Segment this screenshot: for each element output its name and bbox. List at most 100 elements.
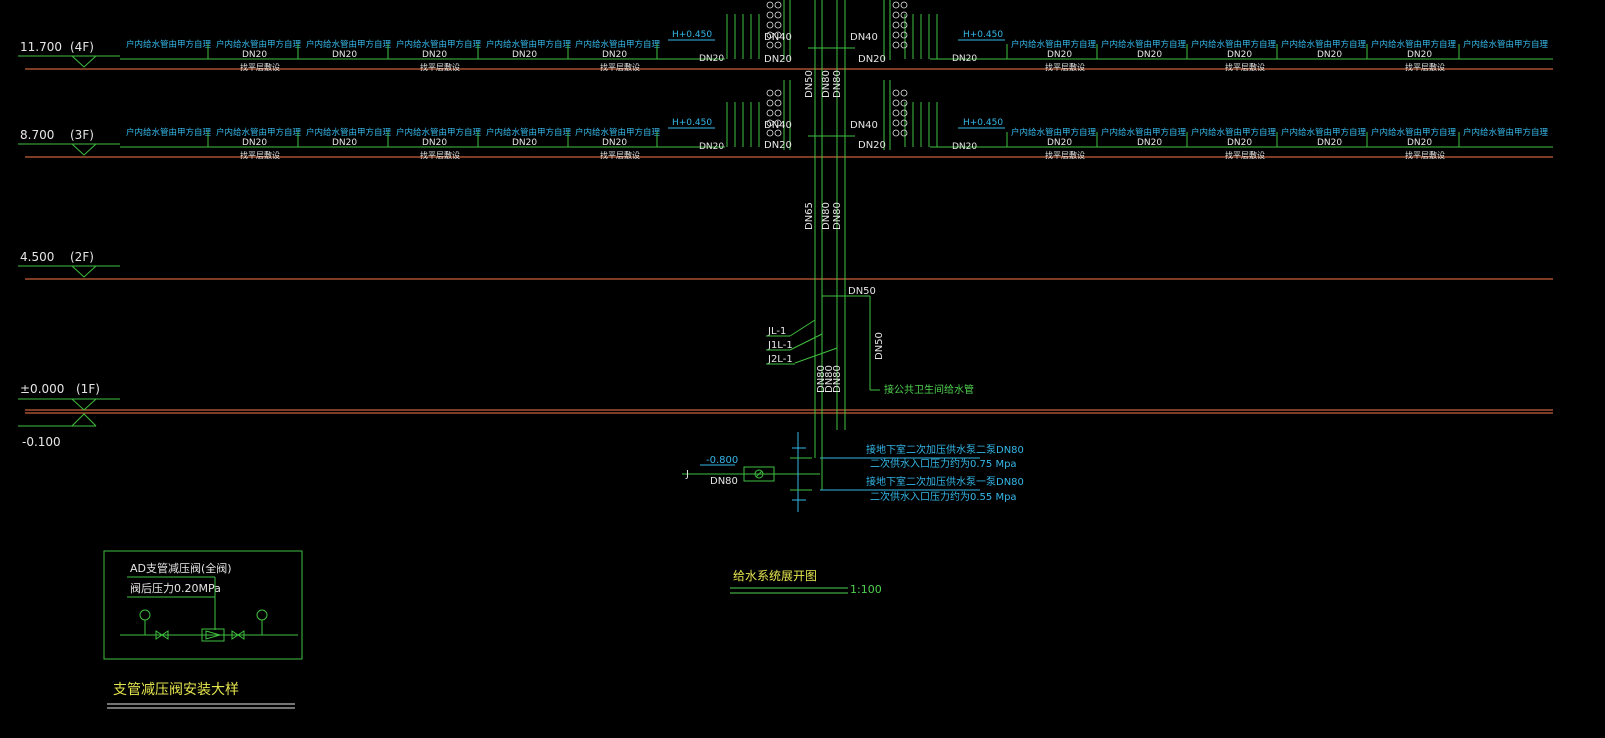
inlet-tag: J [685, 469, 689, 480]
branch-note-left-3f-5: 户内给水管由甲方自理 [575, 127, 661, 138]
branch-pressure-left-4f-2: 找平层敷设 [420, 62, 460, 72]
branch-note-left-4f-0: 户内给水管由甲方自理 [126, 39, 212, 50]
riser-valve-3-0 [766, 31, 774, 39]
riser-label-dn80-low-c: DN80 [832, 365, 843, 393]
branch-pressure-right-3f-2: 找平层敷设 [1225, 150, 1265, 160]
riser-valve-1-2 [892, 11, 900, 19]
branch-note-left-3f-1: 户内给水管由甲方自理 [216, 127, 302, 138]
riser-valve-7-3 [900, 109, 908, 117]
riser-label-dn50-vertical: DN50 [874, 332, 885, 360]
riser-valve-8-3 [900, 119, 908, 127]
riser-valve-8-1 [774, 119, 782, 127]
riser-valve-4-0 [766, 41, 774, 49]
riser-valve-9-1 [774, 129, 782, 137]
system-title: 给水系统展开图 [733, 569, 817, 583]
elev-2f: 4.500 [20, 250, 54, 264]
riser-valve-3-2 [892, 31, 900, 39]
branch-size-right-3f-0: DN20 [1047, 138, 1072, 148]
riser-valve-1-1 [774, 11, 782, 19]
riser-label-dn50-mid: DN50 [804, 70, 815, 98]
branch-size-right-4f-4: DN20 [1407, 50, 1432, 60]
inlet-elev: -0.800 [706, 455, 738, 466]
riser-valve-3-3 [900, 31, 908, 39]
branch-note-right-3f-0: 户内给水管由甲方自理 [1011, 127, 1097, 138]
branch-note-left-3f-0: 户内给水管由甲方自理 [126, 127, 212, 138]
riser-label-dn20-4f: DN20 [764, 54, 792, 65]
detail-valve-pressure: 阀后压力0.20MPa [130, 581, 221, 595]
riser-valve-7-0 [766, 109, 774, 117]
branch-size-right-4f-0: DN20 [1047, 50, 1072, 60]
branch-size-near-left-4f: DN20 [699, 54, 724, 64]
branch-pressure-right-3f-0: 找平层敷设 [1045, 150, 1085, 160]
system-scale: 1:100 [850, 583, 882, 596]
riser-tags: JL-1 J1L-1 J2L-1 [766, 326, 795, 365]
branch-size-left-4f-4: DN20 [602, 50, 627, 60]
branch-note-right-3f-3: 户内给水管由甲方自理 [1281, 127, 1367, 138]
elev-4f: 11.700 [20, 40, 62, 54]
elevation-labels: 11.700 (4F) 8.700 (3F) 4.500 (2F) ±0.000… [20, 40, 100, 449]
branch-note-left-3f-4: 户内给水管由甲方自理 [486, 127, 572, 138]
riser-label-dn80-low-b: DN80 [824, 365, 835, 393]
detail-caption: 支管减压阀安装大样 [113, 682, 239, 698]
branch-size-right-4f-3: DN20 [1317, 50, 1342, 60]
height-mark-right-4f: H+0.450 [963, 30, 1003, 40]
riser-tag-jl1: JL-1 [767, 326, 786, 337]
branch-note-right-4f-1: 户内给水管由甲方自理 [1101, 39, 1187, 50]
riser-valve-6-3 [900, 99, 908, 107]
riser-valve-2-3 [900, 21, 908, 29]
riser-valve-8-0 [766, 119, 774, 127]
inlet-size: DN80 [710, 476, 738, 487]
detail-caption-block: 支管减压阀安装大样 [107, 682, 295, 709]
riser-label-dn50-bottom: DN50 [848, 286, 876, 297]
branch-pressure-right-4f-0: 找平层敷设 [1045, 62, 1085, 72]
branch-size-right-4f-2: DN20 [1227, 50, 1252, 60]
riser-valve-9-2 [892, 129, 900, 137]
branch-note-left-3f-2: 户内给水管由甲方自理 [306, 127, 392, 138]
height-mark-right-3f: H+0.450 [963, 118, 1003, 128]
riser-label-dn80-mid-a: DN80 [821, 70, 832, 98]
riser-label-dn20r-4f: DN20 [858, 54, 886, 65]
riser-valve-0-0 [766, 1, 774, 9]
branch-size-right-3f-4: DN20 [1407, 138, 1432, 148]
branch-size-left-4f-2: DN20 [422, 50, 447, 60]
branch-note-right-3f-5: 户内给水管由甲方自理 [1463, 127, 1549, 138]
riser-valve-6-0 [766, 99, 774, 107]
riser-label-dn80-low-a: DN80 [816, 365, 827, 393]
branch-note-right-3f-1: 户内给水管由甲方自理 [1101, 127, 1187, 138]
level-2f: (2F) [70, 250, 94, 264]
branch-size-left-3f-3: DN20 [512, 138, 537, 148]
inlet-assembly [682, 430, 980, 512]
riser-valve-0-3 [900, 1, 908, 9]
riser-valve-7-1 [774, 109, 782, 117]
riser-valve-2-2 [892, 21, 900, 29]
level-1f: (1F) [76, 382, 100, 396]
detail-valve-title: AD支管减压阀(全阀) [130, 561, 232, 575]
branch-note-left-4f-5: 户内给水管由甲方自理 [575, 39, 661, 50]
riser-tag-j2l1: J2L-1 [767, 354, 793, 365]
branch-size-near-left-3f: DN20 [699, 142, 724, 152]
inlet-note2-line2: 二次供水入口压力约为0.55 Mpa [870, 490, 1017, 503]
riser-label-right-upper-4f: DN40 [850, 32, 878, 43]
branch-pressure-right-4f-2: 找平层敷设 [1225, 62, 1265, 72]
riser-valve-5-2 [892, 89, 900, 97]
branch-pressure-left-3f-4: 找平层敷设 [600, 150, 640, 160]
riser-label-right-upper-3f: DN40 [850, 120, 878, 131]
riser-valves [766, 1, 908, 137]
detail-box: AD支管减压阀(全阀) 阀后压力0.20MPa [103, 550, 303, 660]
riser-label-dn80-b: DN80 [832, 202, 843, 230]
branch-pressure-left-3f-2: 找平层敷设 [420, 150, 460, 160]
riser-label-dn80-mid-b: DN80 [832, 70, 843, 98]
riser-valve-6-1 [774, 99, 782, 107]
riser-valve-4-1 [774, 41, 782, 49]
branch-pressure-left-4f-0: 找平层敷设 [240, 62, 280, 72]
branch-note-right-3f-4: 户内给水管由甲方自理 [1371, 127, 1457, 138]
inlet-labels: -0.800 DN80 J 接地下室二次加压供水泵二泵DN80 二次供水入口压力… [685, 443, 1024, 503]
riser-valve-3-1 [774, 31, 782, 39]
level-3f: (3F) [70, 128, 94, 142]
elev-1f: ±0.000 [20, 382, 64, 396]
riser-valve-0-1 [774, 1, 782, 9]
branch-size-left-4f-0: DN20 [242, 50, 267, 60]
branch-pressure-left-3f-0: 找平层敷设 [240, 150, 280, 160]
branch-size-left-4f-1: DN20 [332, 50, 357, 60]
branch-size-near-right-4f: DN20 [952, 54, 977, 64]
